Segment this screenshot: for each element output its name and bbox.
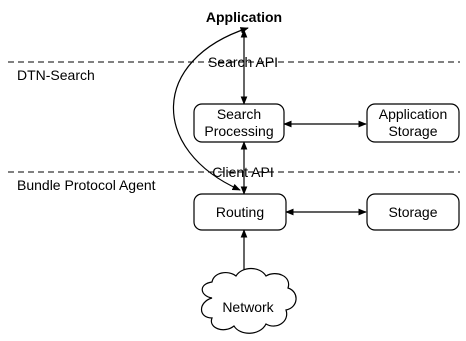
search-api-label: Search API xyxy=(208,54,278,70)
network-cloud-icon xyxy=(200,267,297,334)
application-storage-label-line1: Application xyxy=(379,106,448,122)
bundle-protocol-agent-layer-label: Bundle Protocol Agent xyxy=(17,177,156,193)
application-title: Application xyxy=(206,9,282,25)
client-api-label: Client API xyxy=(212,164,273,180)
routing-label: Routing xyxy=(216,204,264,220)
dtn-search-layer-label: DTN-Search xyxy=(17,67,95,83)
edge-application-routing-curved xyxy=(172,27,249,191)
search-processing-box xyxy=(193,103,285,143)
application-storage-label-line2: Storage xyxy=(388,123,437,139)
routing-box xyxy=(193,193,287,231)
search-processing-label-line1: Search xyxy=(217,106,261,122)
network-label: Network xyxy=(222,299,274,315)
storage-label: Storage xyxy=(388,204,437,220)
application-storage-box xyxy=(366,103,460,143)
search-processing-label-line2: Processing xyxy=(204,123,273,139)
storage-box xyxy=(366,193,460,231)
